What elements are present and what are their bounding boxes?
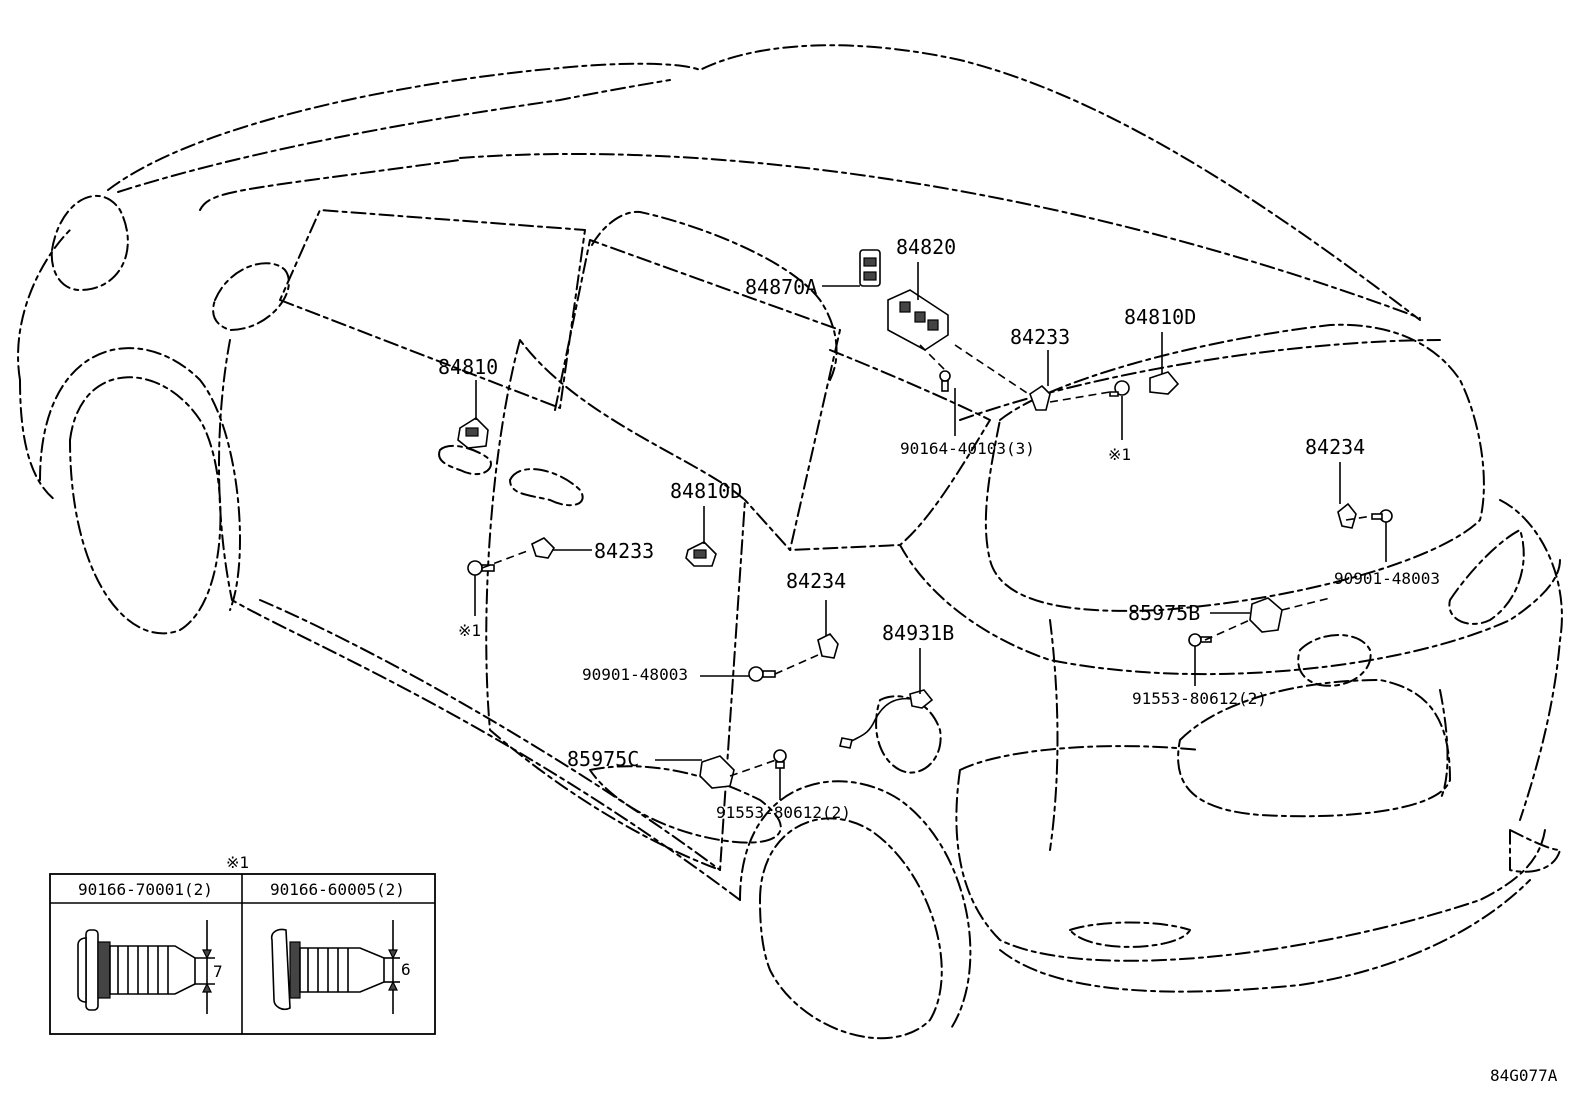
label-91553-left: 91553-80612(2) [716, 803, 851, 822]
part-bolt-right [1371, 509, 1393, 523]
label-84870a: 84870A [745, 275, 817, 299]
detail-box-title: ※1 [226, 853, 249, 872]
label-85975c: 85975C [567, 747, 639, 771]
part-90164-screw [939, 370, 951, 392]
part-84810 [457, 416, 489, 449]
detail-left-dimension: 7 [213, 962, 223, 981]
part-84233-top [1029, 384, 1051, 411]
part-84870a [859, 249, 881, 287]
label-84931b: 84931B [882, 621, 954, 645]
part-bolt-top [1109, 380, 1130, 397]
label-84820: 84820 [896, 235, 956, 259]
part-84234-right [1337, 502, 1357, 529]
detail-right-dimension: 6 [401, 960, 411, 979]
part-84810d-door [685, 541, 717, 567]
label-note-top: ※1 [1108, 445, 1131, 464]
label-90901-right: 90901-48003 [1334, 569, 1440, 588]
part-84820 [887, 289, 949, 351]
part-85975c [699, 755, 735, 789]
part-84931b [839, 689, 934, 749]
part-bolt-left [467, 560, 495, 576]
part-84233-left [531, 537, 556, 559]
label-90164: 90164-40103(3) [900, 439, 1035, 458]
label-85975b: 85975B [1128, 601, 1200, 625]
diagram-id: 84G077A [1490, 1066, 1558, 1085]
detail-box: ※1 90166-70001(2) 90166-60005(2) 7 [49, 853, 436, 1035]
part-84810d-right [1149, 371, 1180, 395]
part-clip-right [1188, 633, 1212, 647]
label-84233-top: 84233 [1010, 325, 1070, 349]
detail-left-bolt [77, 920, 215, 1014]
label-84234-mid: 84234 [786, 569, 846, 593]
detail-right-bolt [270, 920, 400, 1014]
label-90901-left: 90901-48003 [582, 665, 688, 684]
leader-lines [474, 262, 1387, 800]
detail-right-part: 90166-60005(2) [270, 880, 405, 899]
callout-labels: 84820 84870A 84233 84810D 84810 90164-40… [438, 235, 1440, 822]
label-91553-right: 91553-80612(2) [1132, 689, 1267, 708]
part-85975b [1249, 597, 1283, 633]
label-84810d-door: 84810D [670, 479, 742, 503]
label-84810: 84810 [438, 355, 498, 379]
label-84233-left: 84233 [594, 539, 654, 563]
label-note-left: ※1 [458, 621, 481, 640]
part-bolt-mid [748, 666, 776, 682]
part-clip-left [773, 749, 787, 769]
assembly-lines [481, 344, 1373, 777]
label-84810d-right: 84810D [1124, 305, 1196, 329]
detail-left-part: 90166-70001(2) [78, 880, 213, 899]
part-84234-mid [817, 632, 839, 659]
vehicle-outline [17, 44, 1563, 1040]
label-84234-right: 84234 [1305, 435, 1365, 459]
